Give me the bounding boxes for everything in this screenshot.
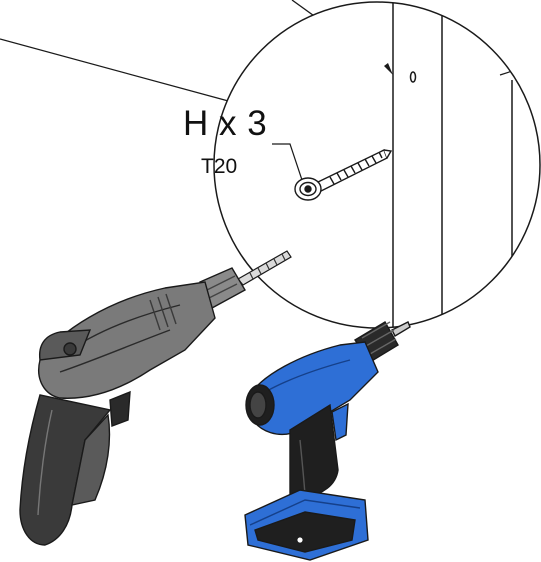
leader-line-left [0, 38, 233, 103]
part-quantity-label: H x 3 [183, 104, 268, 143]
screw-icon [294, 149, 393, 201]
pilot-hole-icon [384, 63, 417, 83]
drill-bit-icon [237, 250, 292, 286]
label-leader [272, 143, 303, 181]
cordless-drill-icon [244, 321, 411, 561]
hammer-drill-icon [19, 267, 246, 546]
screwdriver-bit-label: T20 [201, 155, 238, 178]
magnifier-circle [213, 1, 541, 329]
